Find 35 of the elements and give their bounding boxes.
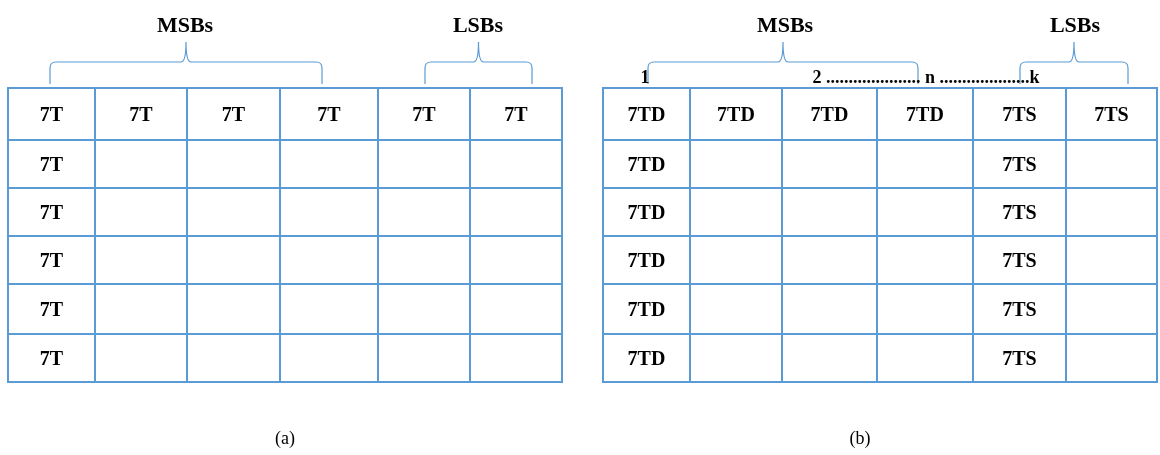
transistor-label: 7TD [717,104,755,124]
transistor-label: 7TD [627,348,666,368]
transistor-label: 7TS [1002,202,1037,222]
transistor-label: 7TD [810,104,849,124]
panel-caption: (a) [275,429,295,447]
transistor-label: 7T [504,104,528,124]
transistor-label: 7TS [1002,250,1037,270]
transistor-label: 7T [39,154,64,174]
transistor-label: 7T [39,348,64,368]
transistor-label: 7T [39,299,64,319]
transistor-label: 7TS [1002,299,1037,319]
transistor-label: 7T [39,202,64,222]
bit-index-label: 2 ..................... n ....................k [812,68,1040,86]
transistor-label: 7TS [1002,104,1037,124]
transistor-label: 7TS [1002,348,1037,368]
bit-group-label: MSBs [156,14,214,36]
bit-group-label: MSBs [756,14,814,36]
panel-caption: (b) [849,429,871,447]
transistor-label: 7TD [627,104,666,124]
transistor-label: 7T [221,104,246,124]
transistor-label: 7T [412,104,436,124]
transistor-label: 7T [39,104,64,124]
transistor-label: 7TS [1094,104,1129,124]
transistor-label: 7T [129,104,153,124]
transistor-label: 7TD [627,202,666,222]
bit-group-label: LSBs [1049,14,1101,36]
transistor-label: 7TS [1002,154,1037,174]
bit-index-label: 1 [640,68,650,86]
bit-group-label: LSBs [452,14,504,36]
transistor-label: 7TD [627,154,666,174]
transistor-label: 7T [39,250,64,270]
transistor-label: 7T [317,104,341,124]
transistor-label: 7TD [627,250,666,270]
transistor-label: 7TD [906,104,944,124]
transistor-label: 7TD [627,299,666,319]
